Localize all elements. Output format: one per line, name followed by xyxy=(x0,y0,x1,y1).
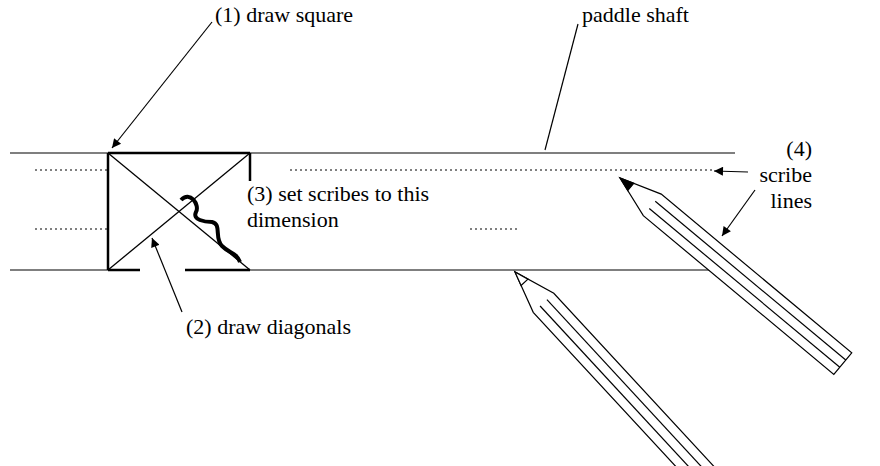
leader-arrow xyxy=(722,190,755,236)
dimension-brace xyxy=(181,197,240,262)
shaft-edge xyxy=(185,269,735,270)
step-label: (4) scribe lines xyxy=(740,136,812,214)
shaft-edge xyxy=(10,152,735,153)
step-label: (2) draw diagonals xyxy=(186,314,351,340)
shaft-edge xyxy=(10,269,140,270)
step-label: (3) set scribes to this dimension xyxy=(247,181,437,233)
pencil xyxy=(515,272,722,466)
leader-arrow xyxy=(112,22,212,148)
part-name: paddle shaft xyxy=(582,2,689,28)
leader-arrow xyxy=(152,238,182,312)
leader-arrow xyxy=(714,171,748,172)
step-label: (1) draw square xyxy=(215,2,353,28)
leader-line xyxy=(545,24,578,150)
square xyxy=(108,153,250,270)
pencil xyxy=(620,178,852,374)
diagonals xyxy=(108,153,250,270)
